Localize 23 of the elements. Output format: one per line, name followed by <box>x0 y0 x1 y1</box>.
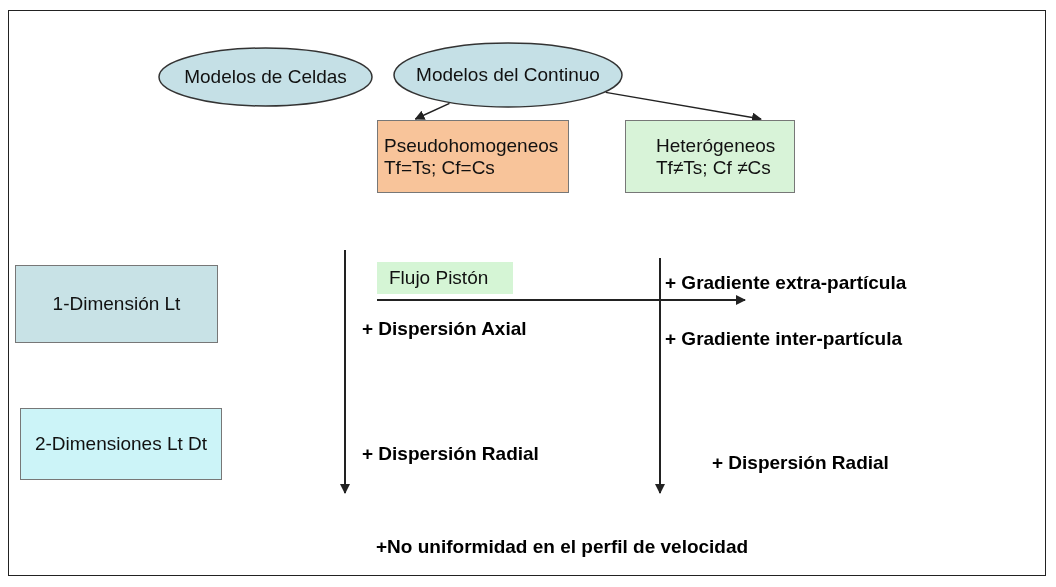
node-text: 1-Dimensión Lt <box>51 293 182 315</box>
node-text: Tf≠Ts; Cf ≠Cs <box>656 156 772 179</box>
node-text: Pseudohomogeneos <box>384 134 560 157</box>
model-box <box>625 120 795 193</box>
node-text: 2-Dimensiones Lt Dt <box>33 433 209 455</box>
model-ellipse <box>158 47 373 107</box>
node-text: Heterógeneos <box>656 134 777 157</box>
model-term: +No uniformidad en el perfil de velocidad <box>376 536 749 558</box>
node-text: Modelos del Continuo <box>415 64 601 86</box>
model-box <box>377 120 569 193</box>
model-term: + Dispersión Axial <box>362 318 527 340</box>
model-term: + Dispersión Radial <box>712 452 889 474</box>
node-text: Tf=Ts; Cf=Cs <box>384 156 496 179</box>
node-text: Flujo Pistón <box>389 267 490 289</box>
dimension-box <box>15 265 218 343</box>
node-text: Modelos de Celdas <box>183 66 348 88</box>
model-term: + Gradiente inter-partícula <box>665 328 903 350</box>
model-box <box>377 262 513 294</box>
model-term: + Gradiente extra-partícula <box>665 272 907 294</box>
model-ellipse <box>393 42 623 108</box>
arrow <box>414 102 451 120</box>
dimension-box <box>20 408 222 480</box>
model-term: + Dispersión Radial <box>362 443 539 465</box>
